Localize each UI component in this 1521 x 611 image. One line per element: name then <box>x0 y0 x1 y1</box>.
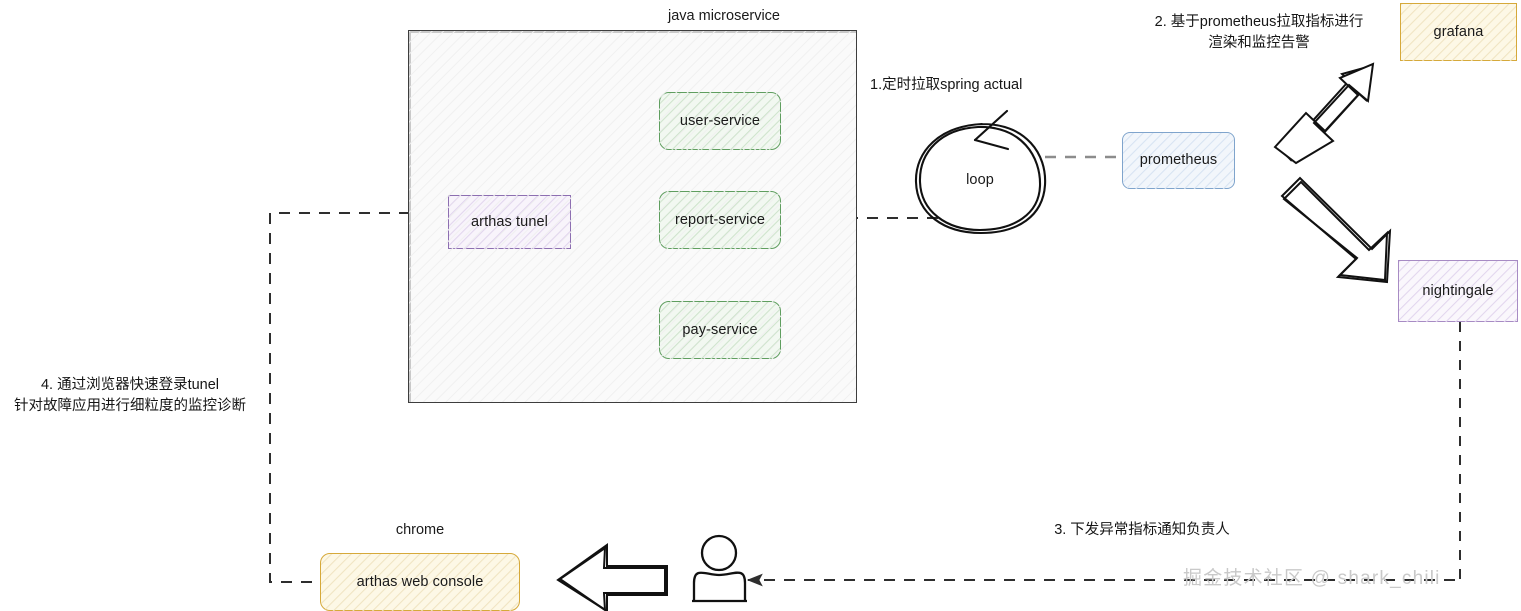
node-label: report-service <box>674 211 766 228</box>
node-label: nightingale <box>1422 282 1494 299</box>
block-arrow-to-console <box>556 543 668 611</box>
node-prometheus[interactable]: prometheus <box>1122 132 1235 189</box>
person-icon <box>692 534 747 603</box>
node-label: arthas tunel <box>471 213 548 230</box>
block-arrow-to-nightingale <box>1280 176 1392 284</box>
note-step-1: 1.定时拉取spring actual <box>870 77 1023 93</box>
node-loop: loop <box>940 168 1020 192</box>
node-arthas-web-console[interactable]: arthas web console <box>320 553 520 611</box>
node-label: prometheus <box>1139 152 1218 169</box>
hatch-fill <box>1401 4 1516 61</box>
block-arrow-to-grafana <box>1273 62 1375 165</box>
node-label: grafana <box>1433 23 1484 40</box>
node-nightingale[interactable]: nightingale <box>1398 260 1518 322</box>
hatch-fill <box>660 192 780 250</box>
hatch-fill <box>1399 261 1517 322</box>
node-pay-service[interactable]: pay-service <box>659 301 781 360</box>
node-user-service[interactable]: user-service <box>659 92 781 151</box>
note-step-2: 2. 基于prometheus拉取指标进行 渲染和监控告警 <box>1154 14 1364 52</box>
hatch-fill <box>449 196 570 250</box>
node-label: pay-service <box>682 321 758 338</box>
label-chrome: chrome <box>395 522 445 538</box>
node-report-service[interactable]: report-service <box>659 191 781 250</box>
node-label: arthas web console <box>356 573 484 590</box>
note-step-3: 3. 下发异常指标通知负责人 <box>1054 522 1230 538</box>
node-label: loop <box>966 171 994 188</box>
group-title-java-microservice: java microservice <box>668 8 780 24</box>
hatch-fill <box>660 93 780 151</box>
hatch-fill <box>660 302 780 360</box>
node-arthas-tunel[interactable]: arthas tunel <box>448 195 571 250</box>
hatch-fill <box>1123 133 1234 189</box>
node-grafana[interactable]: grafana <box>1400 3 1517 61</box>
watermark: 掘金技术社区 @ shark_chili <box>1183 568 1441 589</box>
node-label: user-service <box>679 112 761 129</box>
note-step-4: 4. 通过浏览器快速登录tunel 针对故障应用进行细粒度的监控诊断 <box>14 377 246 415</box>
